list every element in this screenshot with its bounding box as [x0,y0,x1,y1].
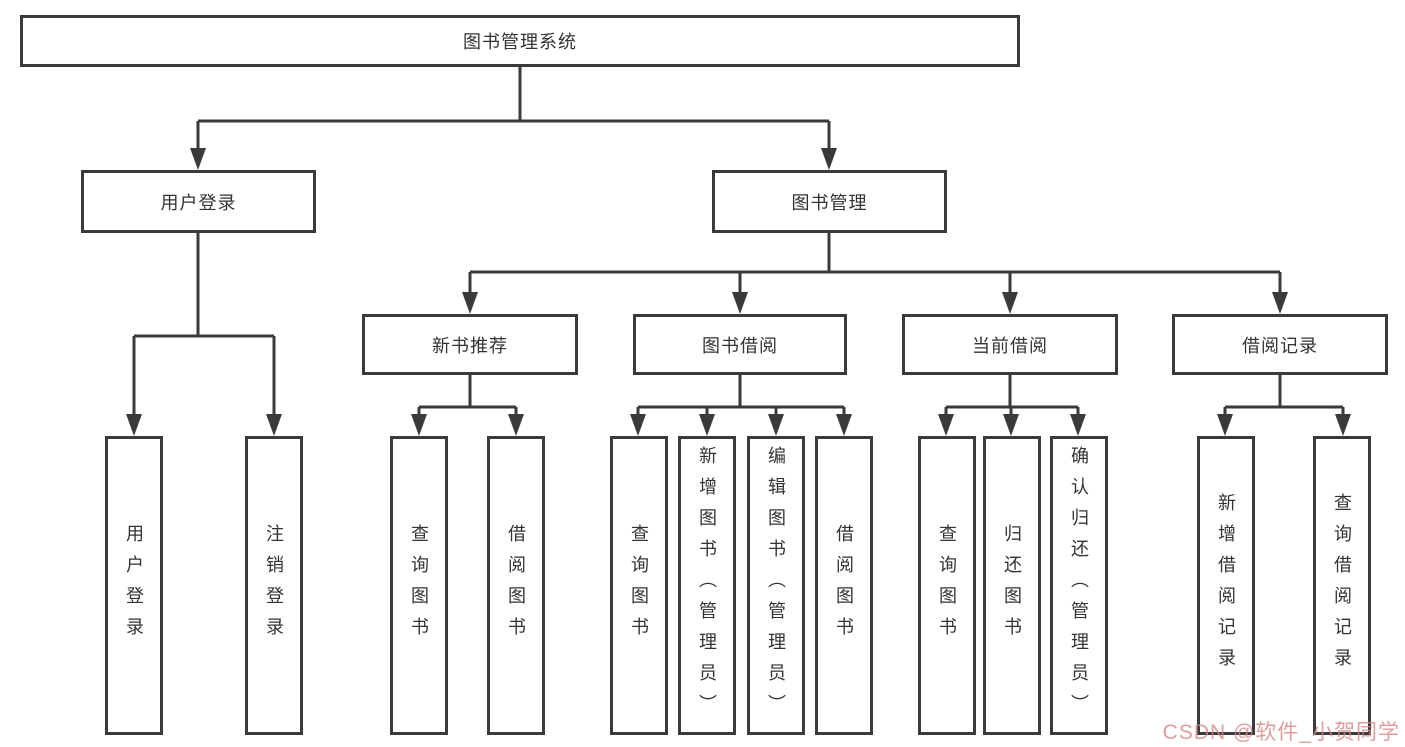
arrowhead-icon [1070,414,1086,436]
node-new-book-recommend: 新书推荐 [362,314,578,375]
node-label: 用户登录 [160,192,237,213]
arrowhead-icon [190,148,206,170]
node-label: 查询图书 [937,523,957,648]
leaf-confirm-return-admin: 确认归还（管理员） [1050,436,1108,735]
arrowhead-icon [630,414,646,436]
node-label: 归还图书 [1002,523,1022,648]
node-label: 查询图书 [409,523,429,648]
connector-current-borrowing [944,375,1080,416]
leaf-add-borrow-record: 新增借阅记录 [1197,436,1255,735]
arrowhead-icon [732,292,748,314]
node-label: 查询图书 [629,523,649,648]
leaf-user-login: 用户登录 [105,436,163,735]
node-label: 图书借阅 [702,335,778,356]
leaf-return-books: 归还图书 [983,436,1041,735]
arrowhead-icon [508,414,524,436]
node-label: 当前借阅 [972,335,1048,356]
node-borrowing-records: 借阅记录 [1172,314,1388,375]
leaf-query-books-borrowing: 查询图书 [610,436,668,735]
arrowhead-icon [126,414,142,436]
connector-new-book-recommend [417,375,518,416]
arrowhead-icon [938,414,954,436]
leaf-query-books-recommend: 查询图书 [390,436,448,735]
node-label: 查询借阅记录 [1332,492,1352,679]
node-user-login: 用户登录 [81,170,316,233]
node-label: 确认归还（管理员） [1069,446,1089,725]
arrowhead-icon [1272,292,1288,314]
node-label: 新增图书（管理员） [697,446,717,725]
node-label: 图书管理系统 [463,32,577,52]
arrowhead-icon [1003,414,1019,436]
node-label: 新书推荐 [432,335,508,356]
connector-root [196,66,831,152]
node-current-borrowing: 当前借阅 [902,314,1118,375]
node-label: 注销登录 [264,523,284,648]
arrowhead-icon [821,148,837,170]
arrowhead-icon [411,414,427,436]
arrowhead-icon [1217,414,1233,436]
arrowhead-icon [1335,414,1351,436]
node-book-management: 图书管理 [712,170,947,233]
node-label: 借阅图书 [506,523,526,648]
leaf-logout: 注销登录 [245,436,303,735]
leaf-borrow-books-borrowing: 借阅图书 [815,436,873,735]
arrowhead-icon [462,292,478,314]
node-label: 新增借阅记录 [1216,492,1236,679]
leaf-query-borrow-record: 查询借阅记录 [1313,436,1371,735]
csdn-watermark: CSDN @软件_小贺同学 [1162,721,1400,744]
arrowhead-icon [1002,292,1018,314]
node-label: 借阅图书 [834,523,854,648]
connector-book-borrowing [636,375,846,416]
node-label: 用户登录 [124,523,144,648]
leaf-edit-books-admin: 编辑图书（管理员） [747,436,805,735]
arrowhead-icon [768,414,784,436]
connector-paths [132,66,1345,416]
connector-user-login [132,233,276,416]
node-book-borrowing: 图书借阅 [633,314,847,375]
arrowhead-icon [266,414,282,436]
leaf-borrow-books-recommend: 借阅图书 [487,436,545,735]
leaf-query-books-current: 查询图书 [918,436,976,735]
arrowhead-icon [699,414,715,436]
node-library-system: 图书管理系统 [20,15,1020,67]
connector-book-management [468,233,1282,296]
arrowheads [126,148,1351,436]
leaf-add-books-admin: 新增图书（管理员） [678,436,736,735]
arrowhead-icon [836,414,852,436]
node-label: 编辑图书（管理员） [766,446,786,725]
node-label: 图书管理 [791,192,868,213]
connector-borrowing-records [1223,375,1345,416]
node-label: 借阅记录 [1242,335,1318,356]
